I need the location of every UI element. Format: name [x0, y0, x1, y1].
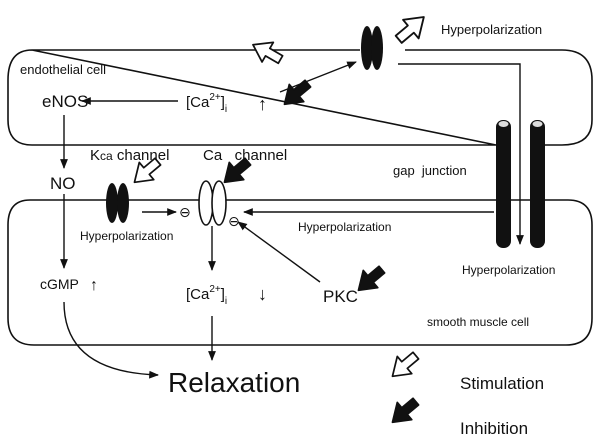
endothelial-cell-outline: [7, 49, 593, 146]
kca-channel-label: Kca channel: [90, 147, 169, 164]
no-label: NO: [50, 174, 76, 193]
ca-i-top-up-arrow: ↑: [258, 94, 267, 114]
arrow-pkc-to-ca-channel: [237, 221, 321, 283]
legend-inhibition-label: Inhibition: [460, 419, 528, 438]
inhibition-symbol-right: ⊖: [228, 213, 240, 229]
arrow-ca-to-k-channel: [279, 61, 357, 93]
ca-i-bottom-label: [Ca2+]i ↓: [186, 284, 267, 307]
legend: Stimulation Inhibition: [383, 346, 544, 438]
svg-text:cGMP: cGMP: [40, 276, 79, 292]
cgmp-label: cGMP ↑: [40, 276, 98, 294]
stimulation-arrow-ca: [246, 33, 287, 71]
endothelial-k-channel-icon: [361, 26, 383, 70]
svg-text:[Ca2+]i: [Ca2+]i: [186, 92, 227, 115]
cgmp-up-arrow: ↑: [90, 277, 98, 294]
ca-channel-icon: [198, 180, 227, 226]
kca-channel-icon: [106, 183, 129, 223]
legend-inhibition-arrow: [383, 392, 424, 432]
legend-stimulation-arrow: [383, 346, 424, 386]
svg-text:Kca channel: Kca channel: [90, 147, 169, 164]
relaxation-label: Relaxation: [168, 367, 300, 398]
hyperpolarization-right-label: Hyperpolarization: [462, 263, 555, 277]
arrow-cgmp-to-relaxation: [63, 301, 159, 379]
stimulation-arrow-top-k: [389, 7, 434, 50]
pkc-label: PKC: [323, 287, 358, 306]
smooth-muscle-cell-label: smooth muscle cell: [427, 315, 529, 329]
hyperpolarization-kca-label: Hyperpolarization: [80, 229, 173, 243]
ca-i-top-label: [Ca2+]i ↑: [186, 92, 267, 115]
ca-i-bottom-down-arrow: ↓: [258, 284, 267, 304]
hyperpolarization-top-label: Hyperpolarization: [441, 22, 542, 37]
gap-junction-rods: [496, 120, 545, 248]
enos-label: eNOS: [42, 92, 88, 111]
svg-text:[Ca2+]i: [Ca2+]i: [186, 284, 227, 307]
arrow-k-to-gap-junction: [398, 63, 524, 245]
ca-channel-label: Ca channel: [203, 147, 287, 164]
hyperpolarization-mid-label: Hyperpolarization: [298, 220, 391, 234]
endothelial-cell-label: endothelial cell: [20, 62, 106, 77]
legend-stimulation-label: Stimulation: [460, 374, 544, 393]
inhibition-symbol-left: ⊖: [179, 204, 191, 220]
gap-junction-label: gap junction: [393, 163, 467, 178]
